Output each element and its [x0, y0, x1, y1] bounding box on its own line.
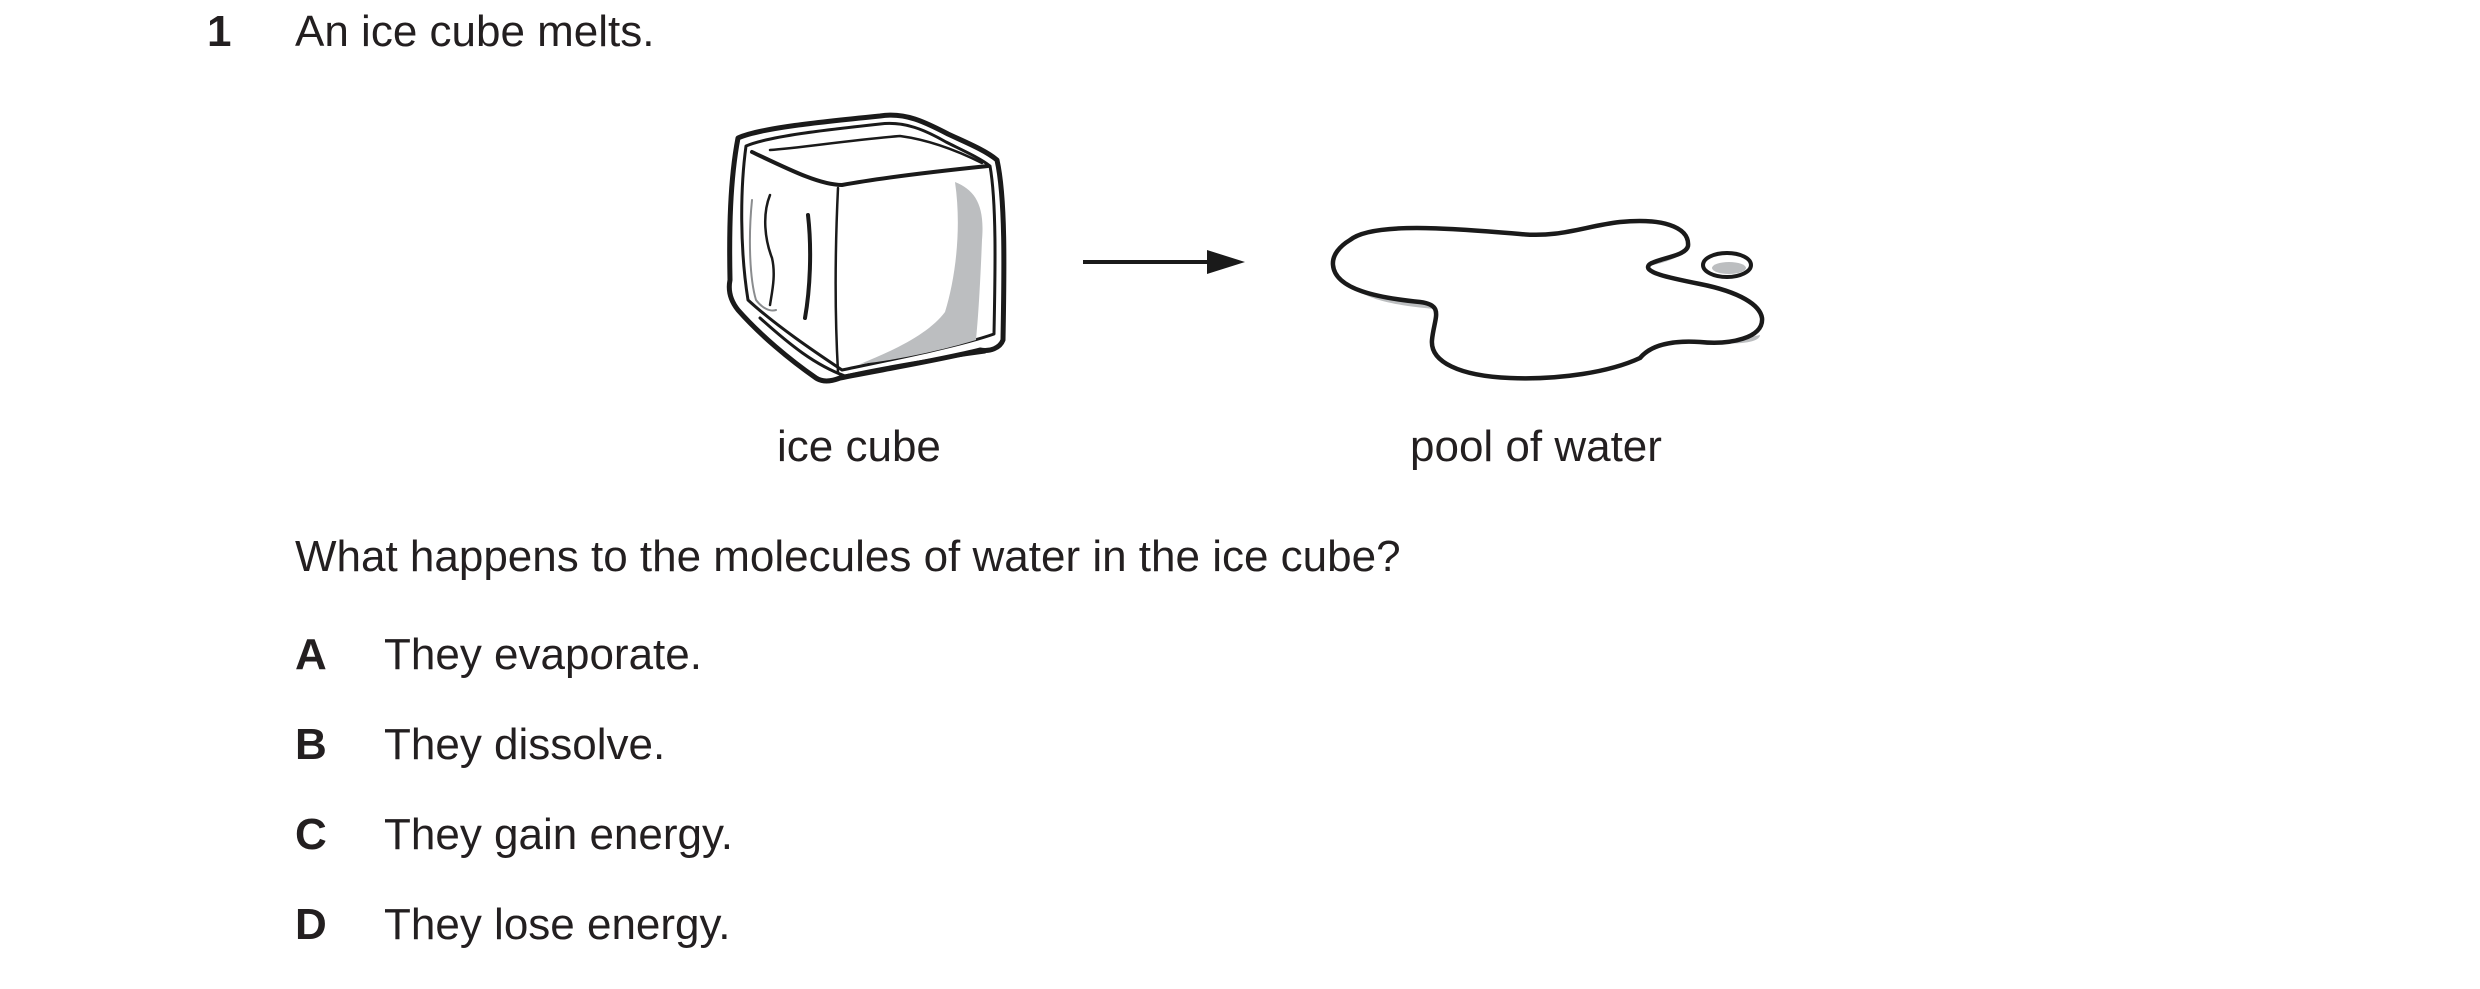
pool-of-water-label: pool of water: [1410, 422, 1662, 471]
option-text: They evaporate.: [384, 630, 702, 679]
question-number: 1: [207, 7, 232, 56]
question-prompt: What happens to the molecules of water i…: [295, 532, 1401, 581]
question-stem: An ice cube melts.: [295, 7, 655, 56]
option-text: They gain energy.: [384, 810, 733, 859]
option-letter: D: [295, 900, 327, 949]
option-letter: A: [295, 630, 327, 679]
option-letter: B: [295, 720, 327, 769]
melting-diagram: [726, 112, 1765, 384]
ice-cube-label: ice cube: [777, 422, 941, 471]
option-text: They lose energy.: [384, 900, 731, 949]
option-letter: C: [295, 810, 327, 859]
option-text: They dissolve.: [384, 720, 666, 769]
pool-of-water-illustration: [1330, 218, 1765, 381]
arrow-icon: [1083, 250, 1245, 274]
ice-cube-illustration: [726, 112, 1007, 384]
